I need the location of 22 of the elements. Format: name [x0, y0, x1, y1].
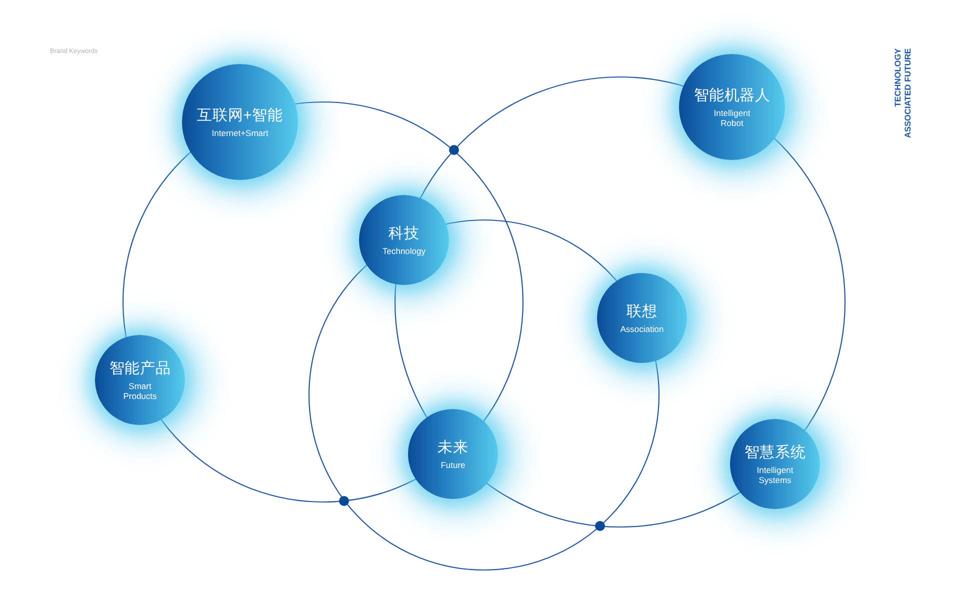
keyword-title: 智慧系统 [744, 444, 806, 462]
keyword-subtitle: Technology [382, 246, 426, 256]
tagline-text: TECHNOLOGY ASSOCIATED FUTURE [892, 48, 913, 140]
keyword-circle [408, 409, 498, 499]
keyword-title: 联想 [626, 302, 658, 320]
keyword-title: 科技 [388, 224, 420, 242]
keyword-circle [182, 64, 298, 180]
keyword-title: 互联网+智能 [197, 106, 283, 124]
keyword-subtitle: Intelligent Robot [712, 108, 752, 128]
keyword-subtitle: Association [620, 324, 664, 334]
keyword-circle [95, 335, 185, 425]
keyword-circle [359, 195, 449, 285]
keyword-title: 未来 [438, 438, 468, 456]
keyword-title: 智能机器人 [694, 86, 770, 104]
keyword-subtitle: Smart Products [122, 380, 158, 400]
keyword-subtitle: Future [440, 460, 466, 470]
keyword-circle [597, 273, 687, 363]
keyword-circle [730, 419, 820, 509]
keyword-subtitle: Internet+Smart [212, 128, 268, 138]
keyword-title: 智能产品 [109, 360, 171, 378]
keyword-circle [679, 54, 785, 160]
keyword-subtitle: Intelligent Systems [756, 464, 794, 484]
